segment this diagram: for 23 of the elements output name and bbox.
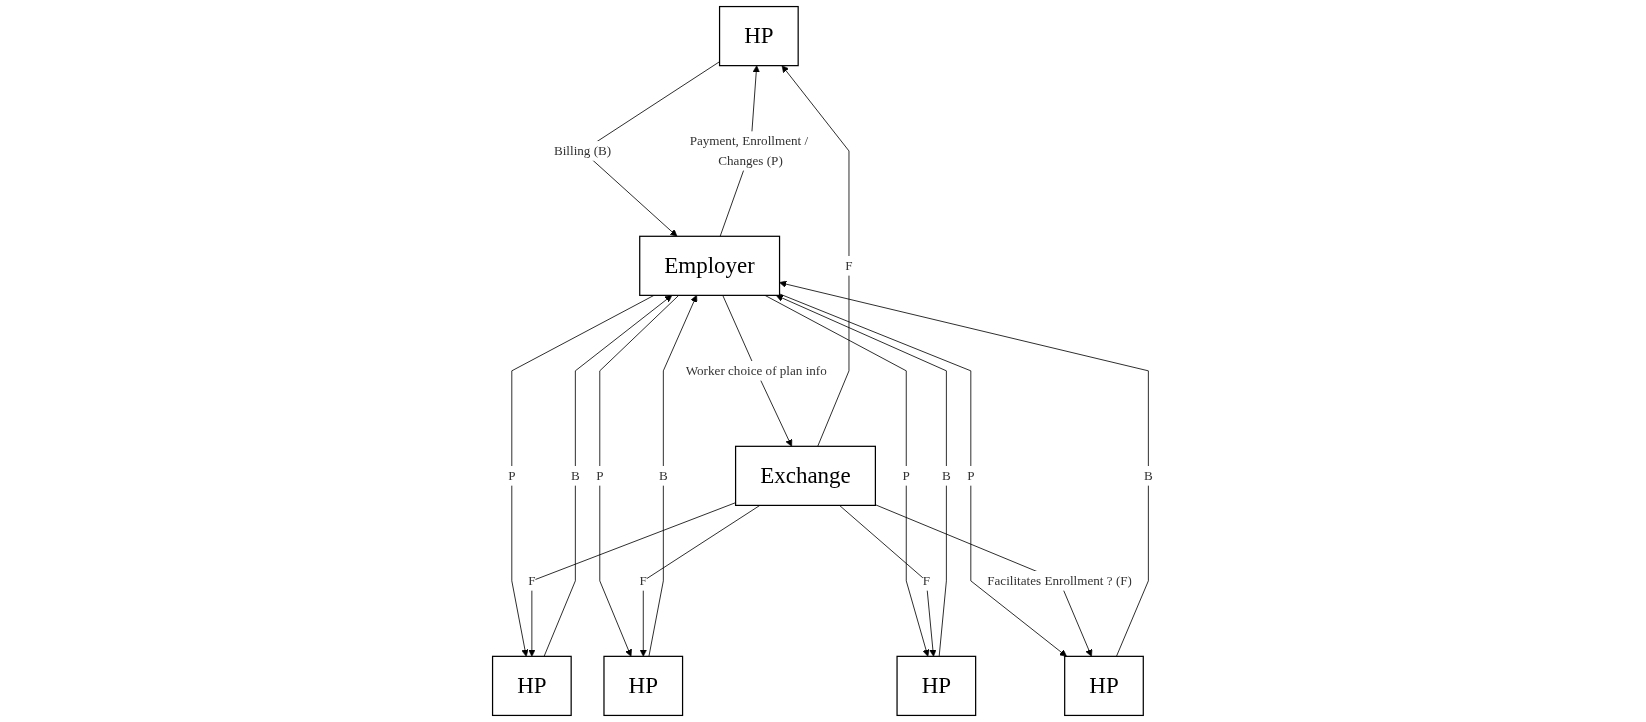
edge-label: B: [1144, 468, 1154, 483]
edge-label: B: [942, 468, 952, 483]
edge-label: F: [923, 573, 931, 588]
node-box: HP: [719, 5, 800, 67]
edge-label: B: [659, 468, 669, 483]
edge-label: F: [528, 573, 536, 588]
edge-label: P: [967, 468, 975, 483]
edge-label: F: [639, 573, 648, 588]
node-box: HP: [896, 655, 977, 717]
edge-label: P: [596, 468, 604, 483]
edge-label: B: [571, 468, 581, 483]
edge-label: P: [902, 468, 911, 483]
edge-label: F: [845, 258, 853, 273]
edge-label: P: [508, 468, 516, 483]
node-box: HP: [603, 655, 684, 717]
node-box: Employer: [639, 235, 781, 296]
edge-label: Facilitates Enrollment ? (F): [987, 573, 1133, 588]
node-box: HP: [1064, 655, 1145, 717]
node-box: HP: [492, 655, 573, 717]
edge-label: Payment, Enrollment / Changes (P): [689, 133, 809, 168]
node-box: Exchange: [735, 445, 877, 506]
edge-label: Worker choice of plan info: [686, 363, 828, 378]
edge-label: Billing (B): [554, 143, 612, 158]
